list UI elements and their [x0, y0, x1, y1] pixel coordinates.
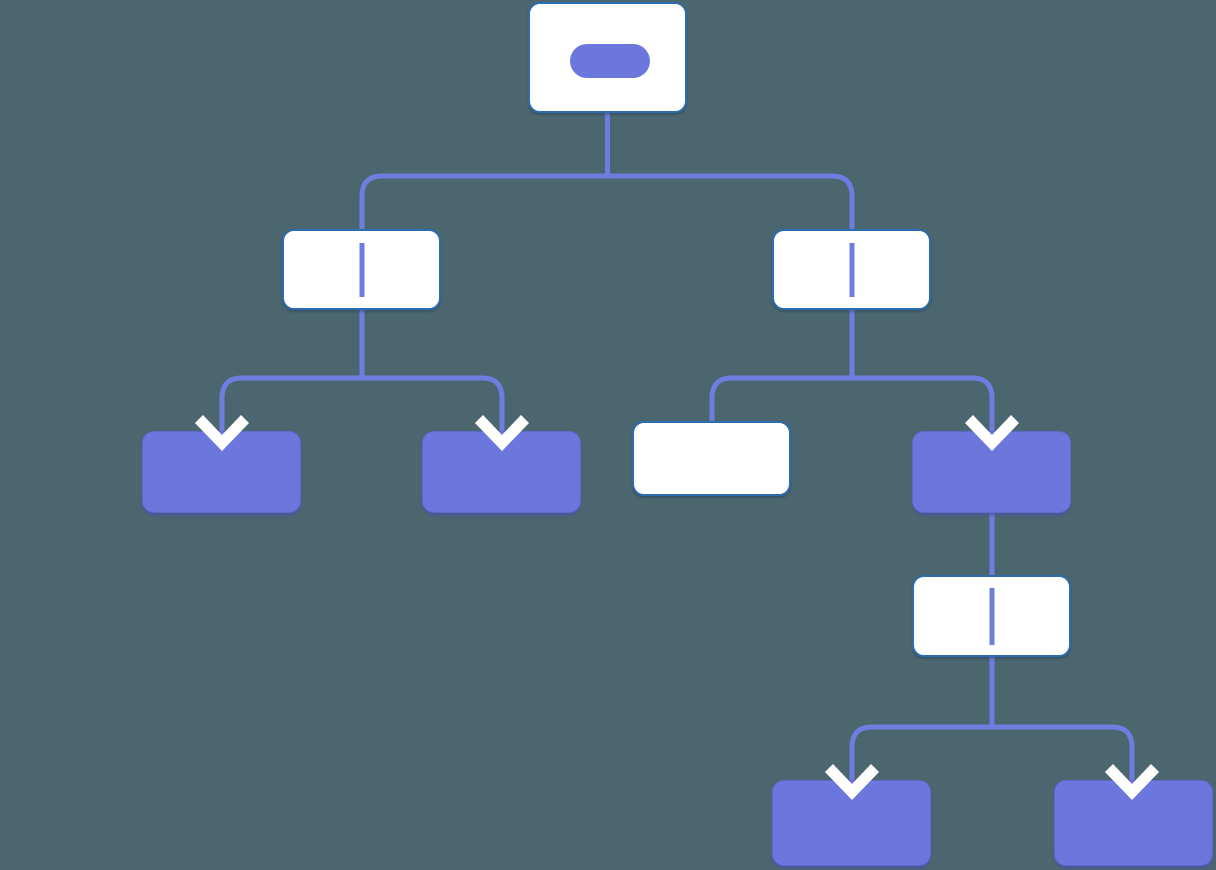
- edge-n8-n10: [992, 724, 1135, 789]
- arrow-into-node-level4-b: [1105, 764, 1159, 800]
- arrow-into-node-level2-d: [965, 415, 1019, 451]
- arrow-into-node-level4-a: [825, 764, 879, 800]
- edge-n2-n4: [219, 300, 365, 440]
- arrow-into-node-level2-a: [195, 415, 249, 451]
- arrow-into-node-level2-b: [475, 415, 529, 451]
- edge-n8-n9: [849, 648, 995, 789]
- edge-n3-n7: [852, 375, 995, 440]
- edge-n2-n5: [362, 375, 505, 440]
- node-root[interactable]: [528, 2, 687, 113]
- edge-n1-n3: [607, 173, 855, 240]
- node-level2-c[interactable]: [632, 421, 791, 496]
- root-label-pill: [570, 44, 650, 78]
- edge-n3-n6: [709, 300, 855, 432]
